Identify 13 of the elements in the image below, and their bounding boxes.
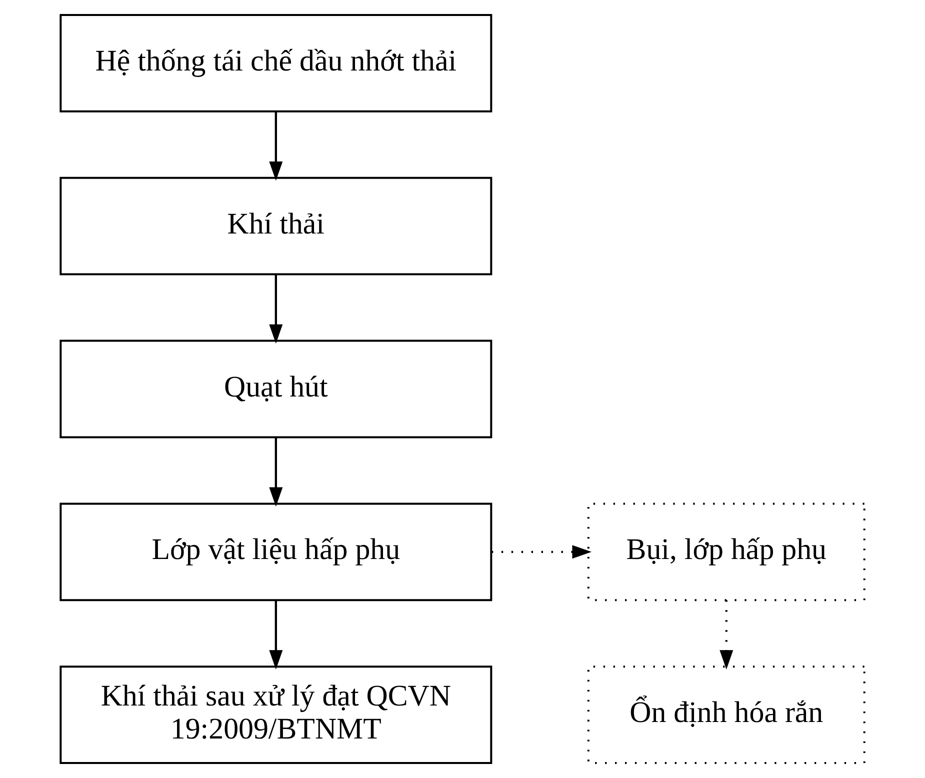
arrow	[269, 274, 283, 344]
node-box: Khí thải	[60, 176, 492, 276]
arrow	[269, 437, 283, 507]
node-box: Ổn định hóa rắn	[587, 666, 866, 764]
arrow	[491, 545, 592, 559]
arrow	[720, 600, 734, 670]
arrow	[269, 111, 283, 181]
node-box: Khí thải sau xử lý đạt QCVN 19:2009/BTNMT	[60, 666, 492, 764]
node-box: Quạt hút	[60, 340, 492, 438]
node-box: Bụi, lớp hấp phụ	[587, 502, 866, 602]
node-box: Lớp vật liệu hấp phụ	[60, 502, 492, 602]
arrow	[269, 600, 283, 670]
node-box: Hệ thống tái chế dầu nhớt thải	[60, 14, 492, 112]
